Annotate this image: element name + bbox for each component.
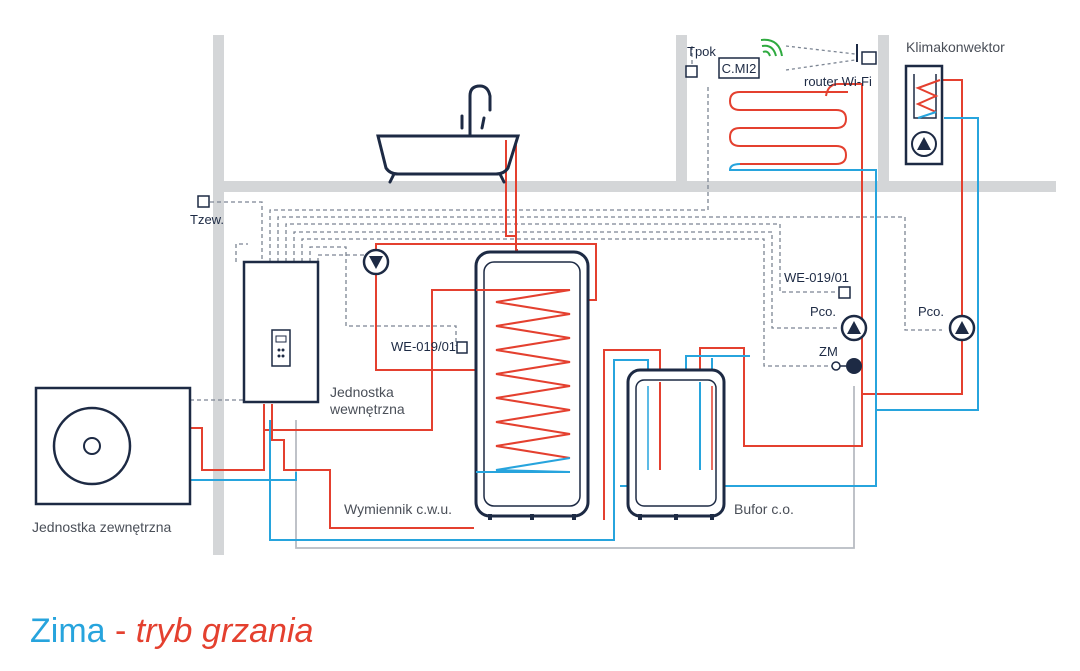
label-fan-coil: Klimakonwektor: [906, 39, 1005, 55]
building-walls: [213, 35, 1056, 555]
controller-cmi2: C.MI2: [718, 57, 760, 79]
label-outdoor-sensor: Tzew.: [190, 212, 224, 227]
label-outdoor-unit: Jednostka zewnętrzna: [32, 519, 172, 535]
pump-icon: [948, 314, 976, 342]
label-sensor-dhw: WE-019/01: [391, 339, 456, 354]
pump-icon: [362, 248, 390, 276]
bathtub-icon: [376, 84, 521, 184]
label-room-sensor: Tpok: [687, 44, 716, 59]
router-icon: [856, 44, 877, 65]
title-separator: -: [106, 612, 136, 650]
label-pump-right: Pco.: [918, 304, 944, 319]
label-sensor-heating: WE-019/01: [784, 270, 849, 285]
wifi-icon: [760, 38, 783, 57]
supply-pipes: [190, 79, 963, 529]
page-title: Zima - tryb grzania: [30, 612, 313, 650]
dhw-tank: [474, 250, 590, 520]
label-mixing-valve: ZM: [819, 344, 838, 359]
outdoor-unit: [34, 386, 192, 506]
title-mode: tryb grzania: [136, 612, 314, 650]
label-pump-left: Pco.: [810, 304, 836, 319]
buffer-tank: [626, 368, 726, 520]
fan-icon: [52, 406, 132, 486]
indoor-unit: [242, 260, 320, 404]
gray-return-pipe: [295, 386, 855, 549]
label-dhw-exchanger: Wymiennik c.w.u.: [344, 501, 452, 517]
title-season: Zima: [30, 612, 106, 650]
sensor-icon: [197, 65, 851, 354]
floor-heating-coil: [728, 91, 848, 171]
pump-icon: [840, 314, 868, 342]
fan-coil-unit: [904, 64, 944, 166]
label-router: router Wi-Fi: [804, 74, 872, 89]
label-indoor-unit-line1: Jednostka: [330, 384, 394, 400]
signal-cables: [190, 45, 942, 401]
label-buffer: Bufor c.o.: [734, 501, 794, 517]
svg-text:C.MI2: C.MI2: [722, 61, 757, 76]
mixing-valve-icon: [831, 358, 862, 374]
label-indoor-unit-line2: wewnętrzna: [329, 401, 405, 417]
